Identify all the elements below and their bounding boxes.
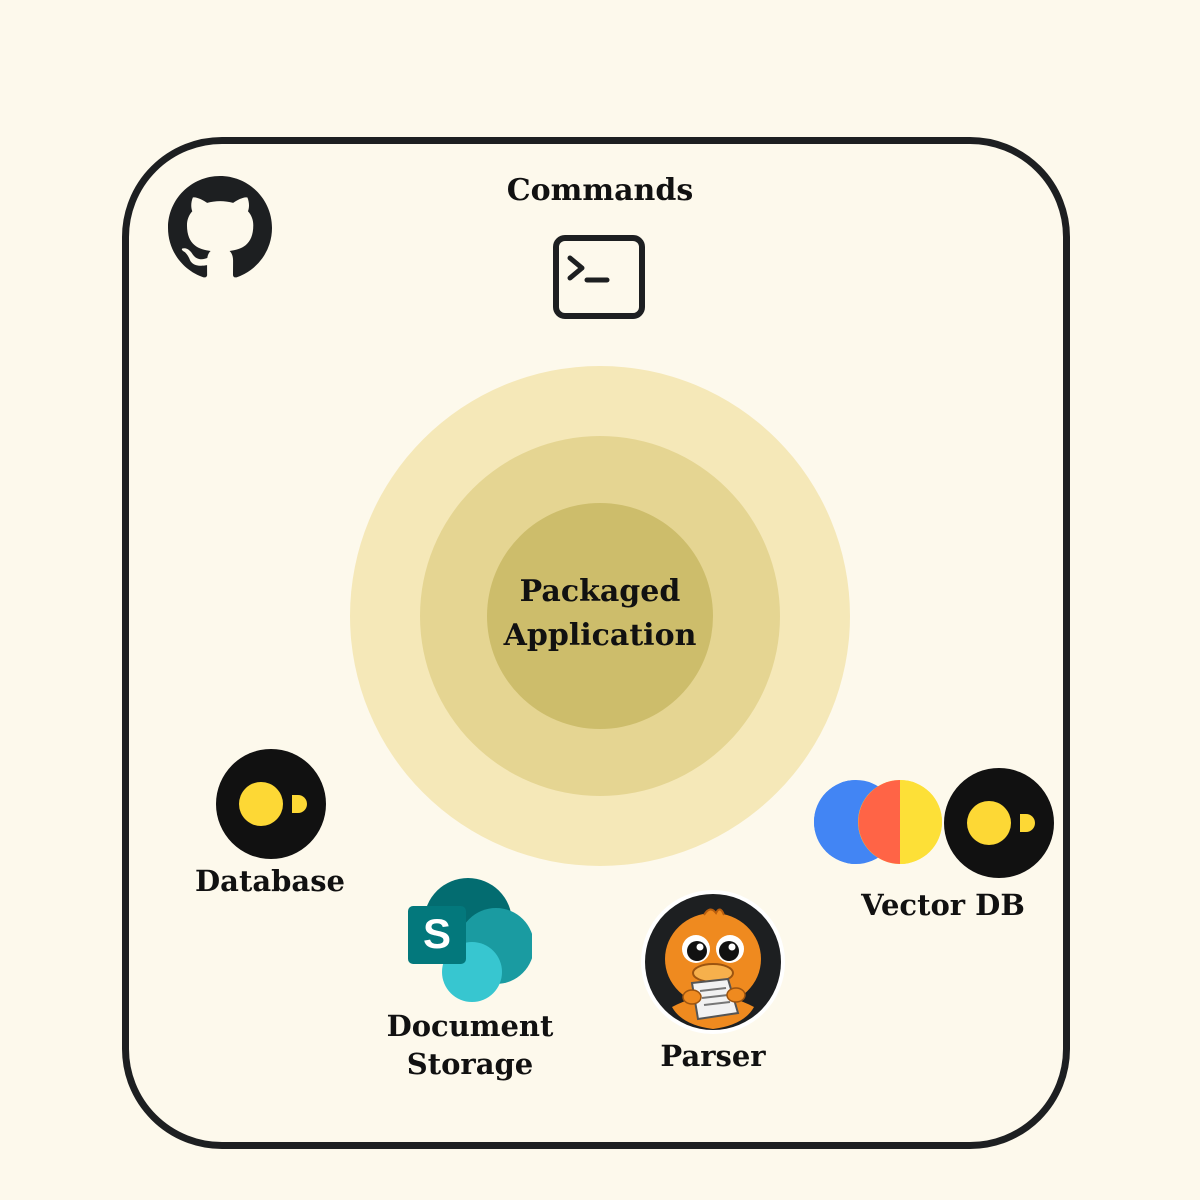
github-icon bbox=[168, 176, 272, 280]
center-label-line2: Application bbox=[488, 614, 712, 658]
packaged-application-label: Packaged Application bbox=[488, 570, 712, 658]
document-storage-label: Document Storage bbox=[370, 1007, 570, 1083]
parser-label: Parser bbox=[613, 1037, 813, 1075]
vector-db-db-icon bbox=[944, 768, 1054, 878]
center-label-line1: Packaged bbox=[488, 570, 712, 614]
vector-db-logo-icon bbox=[814, 780, 942, 864]
sharepoint-icon: S bbox=[406, 878, 532, 1002]
database-label: Database bbox=[170, 862, 370, 900]
document-storage-line1: Document bbox=[370, 1007, 570, 1045]
document-storage-line2: Storage bbox=[370, 1045, 570, 1083]
database-icon bbox=[216, 749, 326, 859]
vector-db-label: Vector DB bbox=[843, 886, 1043, 924]
terminal-icon bbox=[552, 234, 646, 320]
sharepoint-letter: S bbox=[423, 910, 451, 957]
commands-label: Commands bbox=[450, 172, 750, 210]
parser-mascot-icon bbox=[640, 889, 786, 1035]
